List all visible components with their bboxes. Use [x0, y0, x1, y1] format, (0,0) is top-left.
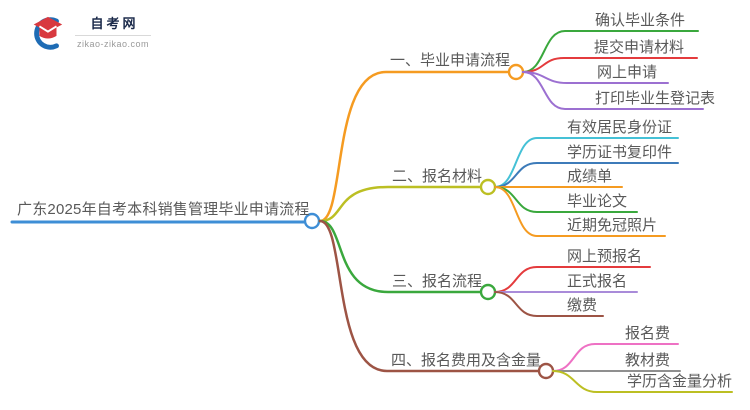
leaf-2-5-label[interactable]: 近期免冠照片 — [567, 217, 658, 234]
leaf-3-3-label[interactable]: 缴费 — [567, 297, 598, 314]
leaf-3-3-connector — [494, 291, 604, 317]
leaf-2-1-label[interactable]: 有效居民身份证 — [567, 119, 673, 136]
logo-divider — [75, 35, 151, 36]
branch-4-circle[interactable] — [537, 362, 555, 380]
branch-3-label[interactable]: 三、报名流程 — [392, 273, 483, 290]
site-logo: 自考网 zikao-zikao.com — [28, 14, 151, 52]
leaf-1-1-connector — [522, 30, 699, 73]
branch-2-connector — [318, 185, 483, 223]
leaf-2-3-label[interactable]: 成绩单 — [567, 168, 613, 185]
branch-2-label[interactable]: 二、报名材料 — [392, 168, 483, 185]
branch-4-label[interactable]: 四、报名费用及含金量 — [391, 352, 542, 369]
branch-1-circle[interactable] — [507, 63, 525, 81]
leaf-2-5-connector — [494, 186, 666, 237]
leaf-4-3-label[interactable]: 学历含金量分析 — [627, 373, 733, 390]
graduation-cap-logo-icon — [33, 16, 63, 50]
branch-1-label[interactable]: 一、毕业申请流程 — [390, 52, 511, 69]
leaf-4-3-connector — [552, 370, 733, 393]
logo-site-name: 自考网 — [90, 16, 139, 31]
logo-site-domain: zikao-zikao.com — [76, 39, 150, 49]
branch-2-circle[interactable] — [479, 178, 497, 196]
leaf-1-3-label[interactable]: 网上申请 — [597, 64, 658, 81]
leaf-3-2-label[interactable]: 正式报名 — [567, 273, 628, 290]
leaf-3-1-label[interactable]: 网上预报名 — [567, 248, 643, 265]
leaf-4-1-label[interactable]: 报名费 — [625, 325, 671, 342]
leaf-2-4-label[interactable]: 毕业论文 — [567, 193, 628, 210]
root-node-label[interactable]: 广东2025年自考本科销售管理毕业申请流程 — [17, 201, 310, 218]
leaf-1-4-connector — [522, 71, 704, 110]
leaf-1-4-label[interactable]: 打印毕业生登记表 — [595, 90, 716, 107]
leaf-2-1-connector — [494, 137, 679, 188]
branch-3-connector — [318, 219, 483, 294]
leaf-1-2-label[interactable]: 提交申请材料 — [594, 39, 685, 56]
branch-1-connector — [318, 70, 511, 223]
branch-3-circle[interactable] — [479, 283, 497, 301]
branch-4-connector — [318, 219, 541, 373]
leaf-4-2-label[interactable]: 教材费 — [625, 352, 671, 369]
leaf-2-2-label[interactable]: 学历证书复印件 — [567, 144, 673, 161]
leaf-1-1-label[interactable]: 确认毕业条件 — [595, 12, 686, 29]
